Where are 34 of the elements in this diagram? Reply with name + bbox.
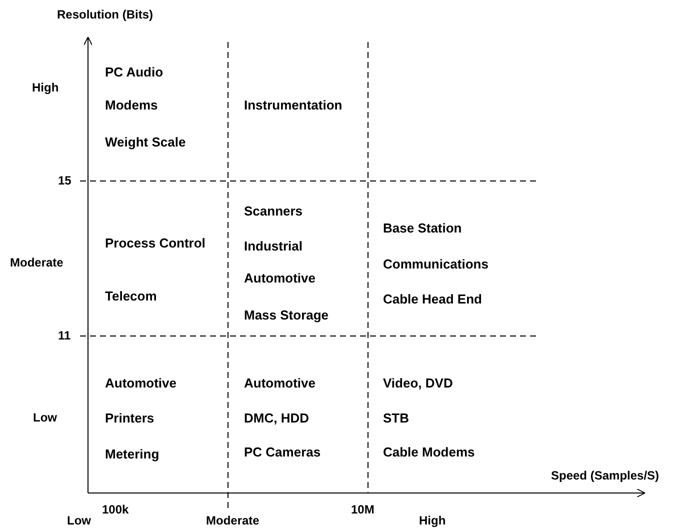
application-label: Mass Storage	[244, 308, 329, 322]
application-label: PC Cameras	[244, 444, 321, 460]
axis-label: Low	[67, 514, 91, 528]
application-label: Process Control	[105, 236, 206, 250]
application-label: Base Station	[383, 220, 462, 236]
tick-label: 15	[58, 174, 72, 188]
application-label: Printers	[105, 410, 154, 426]
tick-label: 10M	[351, 502, 374, 518]
tick-label: 11	[58, 328, 71, 344]
axis-title: Speed (Samples/S)	[551, 468, 660, 484]
axis-title: Resolution (Bits)	[57, 8, 153, 22]
application-label: Automotive	[105, 376, 176, 390]
application-label: Cable Modems	[383, 444, 475, 460]
application-label: Video, DVD	[383, 376, 453, 390]
application-label: Weight Scale	[105, 134, 186, 150]
axis-label: Moderate	[10, 256, 64, 270]
axis-label: High	[419, 514, 446, 528]
application-label: DMC, HDD	[244, 410, 309, 426]
application-label: Metering	[105, 446, 160, 462]
axis-label: Low	[33, 410, 57, 426]
axis-label: High	[32, 80, 59, 96]
application-label: Scanners	[244, 204, 303, 218]
application-label: Automotive	[244, 376, 316, 390]
application-label: Telecom	[105, 288, 157, 304]
tick-label: 100k	[102, 502, 129, 518]
application-label: PC Audio	[105, 64, 164, 80]
application-label: STB	[383, 410, 409, 426]
application-label: Cable Head End	[383, 292, 482, 306]
application-label: Automotive	[244, 270, 316, 286]
application-label: Industrial	[244, 238, 303, 254]
axis-label: Moderate	[206, 514, 260, 528]
application-label: Communications	[383, 256, 488, 272]
application-label: Modems	[105, 98, 158, 112]
application-label: Instrumentation	[244, 98, 342, 112]
